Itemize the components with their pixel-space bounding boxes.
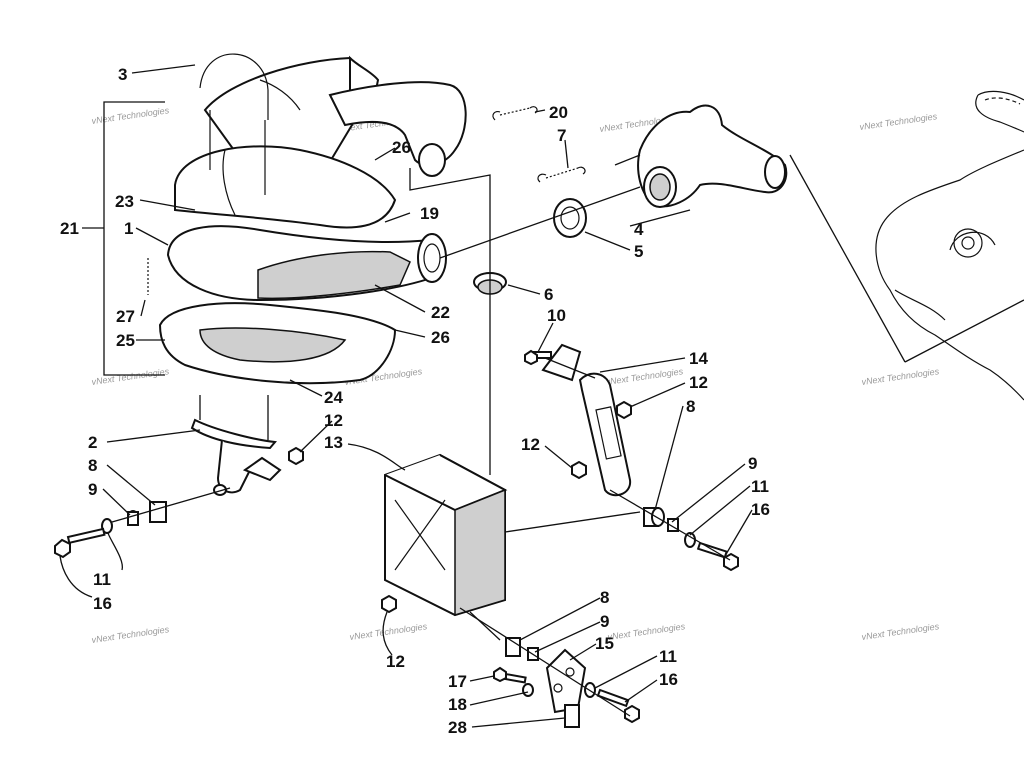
- watermark: vNext Technologies: [91, 624, 170, 645]
- callout-13: 13: [324, 433, 343, 452]
- watermark: vNext Technologies: [861, 621, 940, 642]
- callout-12-bottom: 12: [386, 652, 405, 671]
- bolt-and-washer: [459, 607, 640, 724]
- callout-18: 18: [448, 695, 467, 714]
- spring-20: [492, 106, 538, 121]
- callout-24: 24: [324, 388, 343, 407]
- callout-26-top: 26: [392, 138, 411, 157]
- nut: [616, 400, 632, 420]
- callout-16-right: 16: [751, 500, 770, 519]
- group-bracket: [103, 101, 165, 376]
- watermark: vNext Technologies: [349, 621, 428, 642]
- callout-12-bracket: 12: [689, 373, 708, 392]
- nut: [288, 446, 304, 466]
- leader-lines: [59, 64, 753, 728]
- callout-10: 10: [547, 306, 566, 325]
- callout-17: 17: [448, 672, 467, 691]
- callout-8-bottom: 8: [600, 588, 609, 607]
- callout-14: 14: [689, 349, 708, 368]
- gasket-ring: [553, 198, 587, 238]
- callout-6: 6: [544, 285, 553, 304]
- assembly-line: [614, 154, 641, 166]
- callout-9-bottom: 9: [600, 612, 609, 631]
- engine-outline: [789, 90, 1024, 401]
- watermark: vNext Technologies: [607, 621, 686, 642]
- nut: [381, 594, 397, 614]
- spring-wire: [199, 53, 269, 120]
- callout-11-bottom: 11: [659, 647, 677, 666]
- assembly-line: [439, 186, 641, 259]
- callout-11-right: 11: [751, 477, 769, 496]
- watermark: vNext Technologies: [91, 366, 170, 387]
- callout-4: 4: [634, 220, 644, 239]
- callout-2: 2: [88, 433, 97, 452]
- exhaust-pipe-assembly: [158, 55, 467, 385]
- callout-15: 15: [595, 634, 614, 653]
- callout-21: 21: [60, 219, 79, 238]
- bushing-and-spacer: [505, 637, 539, 661]
- callout-3: 3: [118, 65, 127, 84]
- rubber-mount: [545, 648, 587, 728]
- callout-19: 19: [420, 204, 439, 223]
- callout-11-left: 11: [93, 570, 111, 589]
- watermark: vNext Technologies: [861, 366, 940, 387]
- callout-22: 22: [431, 303, 450, 322]
- spring-7: [537, 166, 586, 183]
- callout-1: 1: [124, 219, 133, 238]
- callout-28: 28: [448, 718, 467, 737]
- mounting-bracket: [190, 395, 282, 496]
- callout-16-left: 16: [93, 594, 112, 613]
- callout-9-left: 9: [88, 480, 97, 499]
- watermark: vNext Technologies: [859, 111, 938, 132]
- callout-16-bottom: 16: [659, 670, 678, 689]
- support-bracket: [541, 343, 632, 497]
- callout-8-left: 8: [88, 456, 97, 475]
- callout-27: 27: [116, 307, 135, 326]
- callout-26-bottom: 26: [431, 328, 450, 347]
- callout-labels: 3 23 21 1 27 25 26 19 22 26 24 20 7 4 5 …: [60, 65, 770, 737]
- callout-25: 25: [116, 331, 135, 350]
- nut: [571, 460, 587, 480]
- callout-12-left: 12: [324, 411, 343, 430]
- callout-7: 7: [557, 126, 566, 145]
- bolt-and-washer: [609, 489, 739, 572]
- watermark: vNext Technologies: [91, 105, 170, 126]
- resonator-box: [384, 453, 641, 641]
- assembly-line: [409, 168, 491, 475]
- callout-23: 23: [115, 192, 134, 211]
- callout-5: 5: [634, 242, 643, 261]
- bolt-and-washer: [54, 487, 231, 559]
- bolt: [524, 349, 552, 366]
- callout-20: 20: [549, 103, 568, 122]
- bushing-and-spacer: [127, 501, 167, 526]
- callout-12-nut: 12: [521, 435, 540, 454]
- exhaust-manifold: [637, 104, 788, 208]
- callout-9-right: 9: [748, 454, 757, 473]
- callout-8-right: 8: [686, 397, 695, 416]
